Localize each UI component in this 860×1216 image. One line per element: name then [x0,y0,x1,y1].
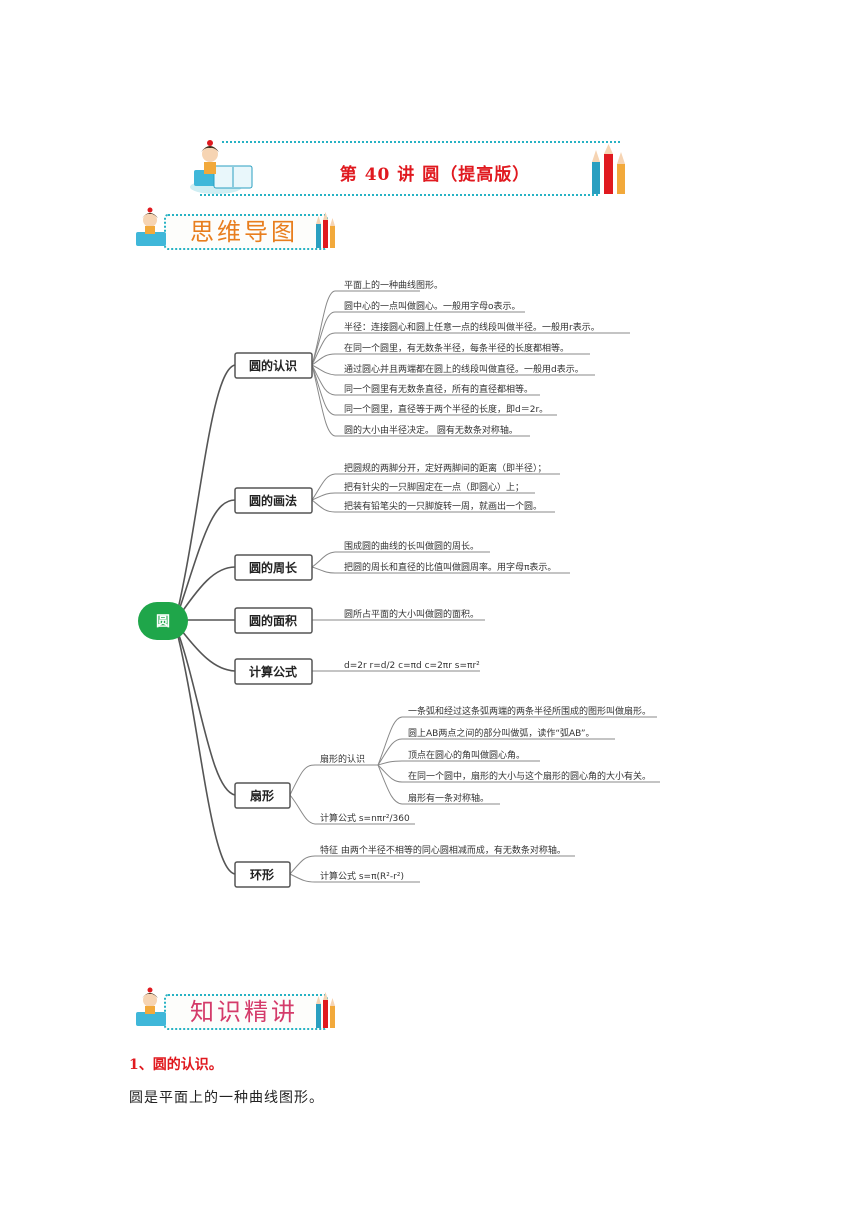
branch-label-ring: 环形 [250,868,274,882]
sub-branch-label: 扇形的认识 [320,753,365,765]
connector [174,623,236,796]
leaf-text: 一条弧和经过这条弧两端的两条半径所围成的图形叫做扇形。 [408,705,651,717]
pencils-icon [316,212,335,248]
branch-label-recognition: 圆的认识 [249,358,297,373]
leaf-text: 通过圆心并且两端都在圆上的线段叫做直径。一般用d表示。 [344,363,584,375]
branch-node [234,487,313,514]
branch-label-sector: 扇形 [250,788,274,803]
section-banner-mindmap: 思维导图 [132,206,335,252]
pencils-icon [592,144,625,194]
leaf-text: 特征 由两个半径不相等的同心圆相减而成，有无数条对称轴。 [320,844,566,856]
leaf-text: 围成圆的曲线的长叫做圆的周长。 [344,540,479,552]
branch-label-perimeter: 圆的周长 [249,560,298,575]
root-label: 圆 [156,614,170,630]
section-title-mindmap: 思维导图 [190,218,298,246]
leaf-text: 把装有铅笔尖的一只脚旋转一周，就画出一个圆。 [344,500,542,512]
reading-girl-icon [136,987,166,1026]
leaf-text: 扇形有一条对称轴。 [408,792,489,804]
section-frame [164,994,328,1030]
leaf-text: 把圆的周长和直径的比值叫做圆周率。用字母π表示。 [344,561,556,573]
branch-label-drawing: 圆的画法 [249,493,297,508]
branch-label-formulas: 计算公式 [249,664,297,679]
section-title-knowledge: 知识精讲 [190,998,298,1026]
branch-node [234,607,313,634]
section-banner-knowledge: 知识精讲 [132,986,335,1032]
branch-label-area: 圆的面积 [249,613,297,628]
connector [174,499,236,623]
root-node [138,602,188,640]
leaf-text: 计算公式 s=nπr²/360 [320,812,410,824]
leaf-text: 把圆规的两脚分开，定好两脚间的距离（即半径）； [344,462,547,474]
leaf-text: 同一个圆里，直径等于两个半径的长度，即d＝2r。 [344,403,548,415]
reading-girl-icon [136,207,166,246]
lesson-title: 第 40 讲 圆（提高版） [339,165,531,185]
mind-map: 圆 圆的认识 圆的画法 圆的周长 圆的面积 计算公式 扇形 环形 平面上的一种曲… [138,279,660,888]
leaf-text: 在同一个圆中，扇形的大小与这个扇形的圆心角的大小有关。 [408,770,651,782]
leaf-text: 在同一个圆里，有无数条半径，每条半径的长度都相等。 [344,342,569,354]
branch-node [234,861,291,888]
branch-node [234,658,313,685]
leaf-text: 计算公式 s=π(R²-r²) [320,870,404,882]
title-banner-top-border [222,141,620,143]
title-banner-bottom-border [200,194,598,196]
body-paragraph: 圆是平面上的一种曲线图形。 [129,1090,324,1106]
leaf-text: 顶点在圆心的角叫做圆心角。 [408,749,525,761]
leaf-text: 同一个圆里有无数条直径，所有的直径都相等。 [344,383,533,395]
leaf-text: 圆所占平面的大小叫做圆的面积。 [344,608,479,620]
leaf-text: 平面上的一种曲线图形。 [344,279,443,291]
branch-node [234,554,313,581]
connector [174,364,236,623]
reading-girl-icon [190,140,253,194]
leaf-text: 圆中心的一点叫做圆心。一般用字母o表示。 [344,300,521,312]
leaf-text: 圆的大小由半径决定。 圆有无数条对称轴。 [344,424,518,436]
leaf-text: 圆上AB两点之间的部分叫做弧，读作“弧AB”。 [408,727,595,739]
leaf-text: d=2r r=d/2 c=πd c=2πr s=πr² [344,661,480,671]
connector [174,623,236,875]
section-heading: 1、圆的认识。 [129,1057,223,1073]
leaf-text: 半径：连接圆心和圆上任意一点的线段叫做半径。一般用r表示。 [344,321,600,333]
branch-node [234,782,291,809]
leaf-text: 把有针尖的一只脚固定在一点（即圆心）上； [344,481,524,493]
pencils-icon [316,992,335,1028]
branch-node [234,352,313,379]
